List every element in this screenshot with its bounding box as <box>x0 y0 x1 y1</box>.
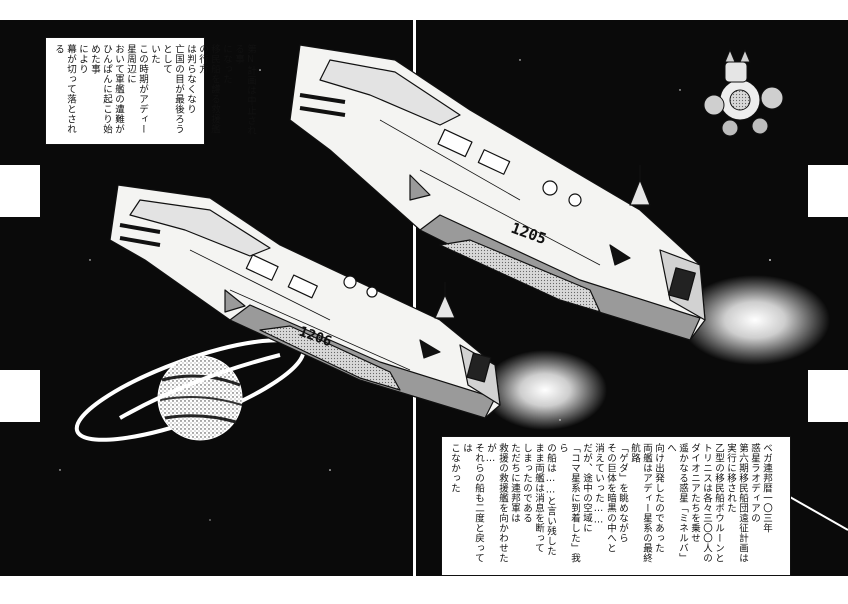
caption-line: になった <box>221 44 232 84</box>
caption-line: ひんぱんに起こり始めた事 <box>89 44 112 134</box>
caption-box-right: ベガ連邦暦一〇三年惑星ラオディアの第六期移民船団遠征計画は実行に移された乙型の移… <box>441 436 791 576</box>
caption-line: は判らなくなり <box>185 44 196 114</box>
caption-line: 幕が切って落とされる <box>53 44 76 134</box>
ringed-planet <box>74 338 306 442</box>
caption-line: おいて軍艦の遭難が <box>113 44 124 134</box>
side-bar-right-1 <box>808 165 848 217</box>
caption-line: 第六期移民船団遠征計画は <box>737 443 748 563</box>
caption-line: 向け出発したのであった <box>653 443 664 553</box>
caption-line: いた <box>149 44 160 64</box>
page-gutter <box>413 20 416 576</box>
caption-line: トリニスは各々三〇〇人の <box>701 443 712 563</box>
robot-probe <box>703 48 784 137</box>
caption-line: 実行に移された <box>725 443 736 513</box>
caption-line: 両艦はアディー星系の最終航路 <box>629 443 652 563</box>
caption-line: 救援の救援艦を向かわせたが… <box>485 443 508 563</box>
caption-line: 「ゲダ」を眺めながら <box>617 443 628 543</box>
caption-line: それらの船も二度と戻っては <box>461 443 484 563</box>
caption-line: その巨体を暗黒の中へと <box>605 443 616 553</box>
caption-line: 惑星ラオディアの <box>749 443 760 523</box>
side-bar-left-2 <box>0 370 40 422</box>
engine-glow-1205 <box>680 275 830 365</box>
caption-left-text: 第N計画は中止される事になった移民船を護る救援艦の行方は判らなくなり亡国の目が最… <box>52 44 256 138</box>
starship-1205 <box>289 44 706 341</box>
caption-line: 「コマ星系に到着した」我ら <box>557 443 580 563</box>
caption-line: ベガ連邦暦一〇三年 <box>761 443 772 533</box>
caption-line: の船は……と言い残した <box>545 443 556 556</box>
side-bar-left-1 <box>0 165 40 217</box>
caption-line: ただちに連邦軍は <box>509 443 520 523</box>
side-bar-right-2 <box>808 370 848 422</box>
caption-line: まま両艦は消息を断って <box>533 443 544 553</box>
caption-line: こなかった <box>449 443 460 493</box>
caption-line: 乙型の移民船ボウルーンと <box>713 443 724 563</box>
caption-line: により <box>77 44 88 74</box>
caption-line: 亡国の目が最後ろうとして <box>161 44 184 134</box>
engine-glow-1206 <box>483 350 607 430</box>
caption-line: この時期がアディー星周辺に <box>125 44 148 134</box>
caption-line: ダイオニアたちを乗せ <box>689 443 700 543</box>
caption-line: 移民船を護る救援艦の行方 <box>197 44 220 134</box>
caption-line: 第N計画は中止される事 <box>233 44 256 136</box>
caption-line: 消えていった…… <box>593 443 604 526</box>
caption-line: しまったのである <box>521 443 532 523</box>
caption-right-text: ベガ連邦暦一〇三年惑星ラオディアの第六期移民船団遠征計画は実行に移された乙型の移… <box>448 443 772 569</box>
caption-line: だが、途中の空域に <box>581 443 592 533</box>
caption-box-left: 第N計画は中止される事になった移民船を護る救援艦の行方は判らなくなり亡国の目が最… <box>45 37 256 145</box>
starship-1206 <box>109 184 501 419</box>
caption-line: 遥かなる惑星「ミネルバ」へ <box>665 443 688 563</box>
